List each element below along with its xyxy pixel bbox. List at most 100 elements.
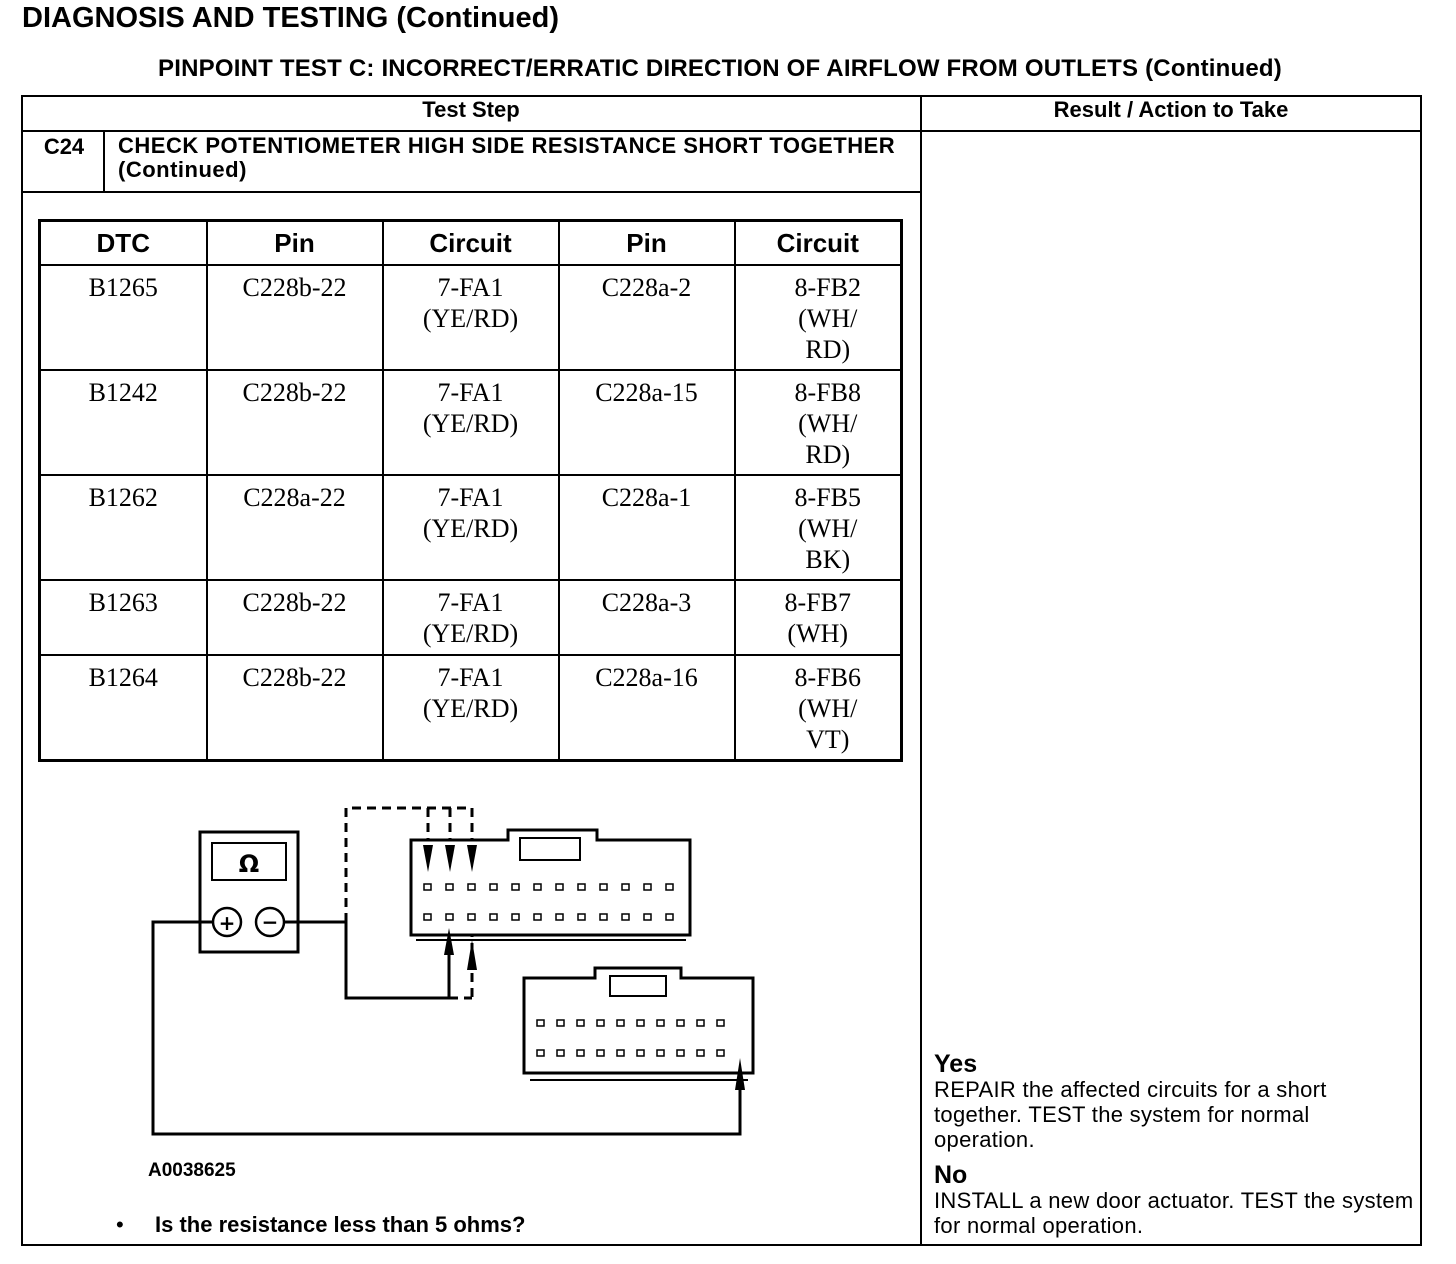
- pinpoint-test-title: PINPOINT TEST C: INCORRECT/ERRATIC DIREC…: [158, 55, 1282, 82]
- table-cell: C228a-3: [557, 579, 736, 656]
- table-cell: C228a-2: [557, 264, 736, 371]
- pin-cavity: [596, 1049, 605, 1057]
- table-row: B1262 C228a-22 7-FA1 (YE/RD) C228a-1 8-F…: [38, 474, 903, 581]
- connector-c228a: [522, 966, 755, 1081]
- table-cell: 7-FA1 (YE/RD): [381, 654, 560, 761]
- pin-cavity: [556, 1049, 565, 1057]
- no-action: INSTALL a new door actuator. TEST the sy…: [934, 1188, 1414, 1238]
- table-cell: B1263: [38, 579, 208, 656]
- column-divider: [920, 95, 922, 1246]
- pin-cavity: [665, 913, 674, 921]
- no-label: No: [934, 1161, 968, 1189]
- pin-cavity: [696, 1049, 705, 1057]
- pin-cavity: [536, 1019, 545, 1027]
- test-step-header: Test Step: [422, 97, 520, 122]
- table-cell: 7-FA1 (YE/RD): [381, 369, 560, 476]
- ohmmeter-connector-diagram: Ω + −: [151, 806, 755, 1136]
- pin-cavity: [489, 883, 498, 891]
- pin-cavity: [696, 1019, 705, 1027]
- pin-cavity: [556, 1019, 565, 1027]
- table-row: B1264 C228b-22 7-FA1 (YE/RD) C228a-16 8-…: [38, 654, 903, 761]
- column-header: DTC: [38, 219, 208, 266]
- table-cell: B1265: [38, 264, 208, 371]
- question-bullet: •: [116, 1212, 124, 1237]
- frame-top-border: [21, 95, 1422, 97]
- table-cell: C228a-22: [205, 474, 384, 581]
- table-cell: C228b-22: [205, 369, 384, 476]
- table-cell: B1242: [38, 369, 208, 476]
- pin-cavity: [616, 1049, 625, 1057]
- column-header: Pin: [557, 219, 736, 266]
- result-header: Result / Action to Take: [1053, 97, 1289, 122]
- test-question: Is the resistance less than 5 ohms?: [155, 1212, 526, 1237]
- figure-id: A0038625: [148, 1160, 236, 1181]
- pin-cavity: [621, 883, 630, 891]
- frame-bottom-border: [21, 1244, 1422, 1246]
- pin-cavity: [616, 1019, 625, 1027]
- pin-cavity: [599, 883, 608, 891]
- table-cell: C228a-15: [557, 369, 736, 476]
- table-header-row: DTC Pin Circuit Pin Circuit: [38, 219, 903, 266]
- column-header: Circuit: [381, 219, 560, 266]
- column-header: Pin: [205, 219, 384, 266]
- pin-cavity: [511, 883, 520, 891]
- yes-action: REPAIR the affected circuits for a short…: [934, 1077, 1327, 1152]
- pin-cavity: [636, 1049, 645, 1057]
- table-cell: C228b-22: [205, 264, 384, 371]
- pin-cavity: [636, 1019, 645, 1027]
- pin-cavity: [676, 1019, 685, 1027]
- pin-cavity: [656, 1019, 665, 1027]
- pin-cavity: [599, 913, 608, 921]
- column-header: Circuit: [733, 219, 903, 266]
- page-title: DIAGNOSIS AND TESTING (Continued): [22, 2, 560, 34]
- pin-cavity: [596, 1019, 605, 1027]
- pin-cavity: [467, 913, 476, 921]
- probe-arrows: [423, 845, 745, 1090]
- header-divider: [21, 130, 1422, 132]
- pin-cavity: [656, 1049, 665, 1057]
- step-divider: [21, 191, 922, 193]
- pin-cavity: [716, 1019, 725, 1027]
- pin-cavity: [643, 883, 652, 891]
- test-leads: [151, 920, 742, 1136]
- plus-terminal-label: +: [219, 911, 236, 935]
- frame-left-border: [21, 95, 23, 1246]
- yes-label: Yes: [934, 1050, 978, 1078]
- pin-cavity: [423, 883, 432, 891]
- pin-cavity: [423, 913, 432, 921]
- table-cell: 7-FA1 (YE/RD): [381, 579, 560, 656]
- step-title: CHECK POTENTIOMETER HIGH SIDE RESISTANCE…: [118, 133, 896, 182]
- ohm-symbol: Ω: [239, 850, 259, 878]
- table-row: B1263 C228b-22 7-FA1 (YE/RD) C228a-3 8-F…: [38, 579, 903, 656]
- table-cell: C228b-22: [205, 579, 384, 656]
- table-cell: 7-FA1 (YE/RD): [381, 474, 560, 581]
- pin-cavity: [555, 883, 564, 891]
- table-cell: B1264: [38, 654, 208, 761]
- table-cell: 8-FB6 (WH/ VT): [733, 654, 903, 761]
- pin-cavity: [555, 913, 564, 921]
- pin-cavity: [716, 1049, 725, 1057]
- table-row: B1265 C228b-22 7-FA1 (YE/RD) C228a-2 8-F…: [38, 264, 903, 371]
- table-cell: 8-FB8 (WH/ RD): [733, 369, 903, 476]
- pin-cavity: [445, 913, 454, 921]
- pin-cavity: [536, 1049, 545, 1057]
- pin-cavity: [511, 913, 520, 921]
- table-cell: 8-FB7 (WH): [733, 579, 903, 656]
- step-id-divider: [103, 130, 105, 192]
- pin-cavity: [577, 883, 586, 891]
- step-id: C24: [43, 134, 85, 159]
- table-cell: C228a-16: [557, 654, 736, 761]
- pin-cavity: [576, 1019, 585, 1027]
- pin-cavity: [643, 913, 652, 921]
- table-cell: B1262: [38, 474, 208, 581]
- pin-cavity: [676, 1049, 685, 1057]
- table-row: B1242 C228b-22 7-FA1 (YE/RD) C228a-15 8-…: [38, 369, 903, 476]
- pin-cavity: [576, 1049, 585, 1057]
- pin-cavity: [665, 883, 674, 891]
- table-cell: C228a-1: [557, 474, 736, 581]
- connector-c228b: [409, 828, 692, 941]
- pin-cavity: [489, 913, 498, 921]
- pin-cavity: [445, 883, 454, 891]
- dtc-pin-circuit-table: DTC Pin Circuit Pin Circuit B1265 C228b-…: [38, 219, 903, 762]
- pin-cavity: [533, 913, 542, 921]
